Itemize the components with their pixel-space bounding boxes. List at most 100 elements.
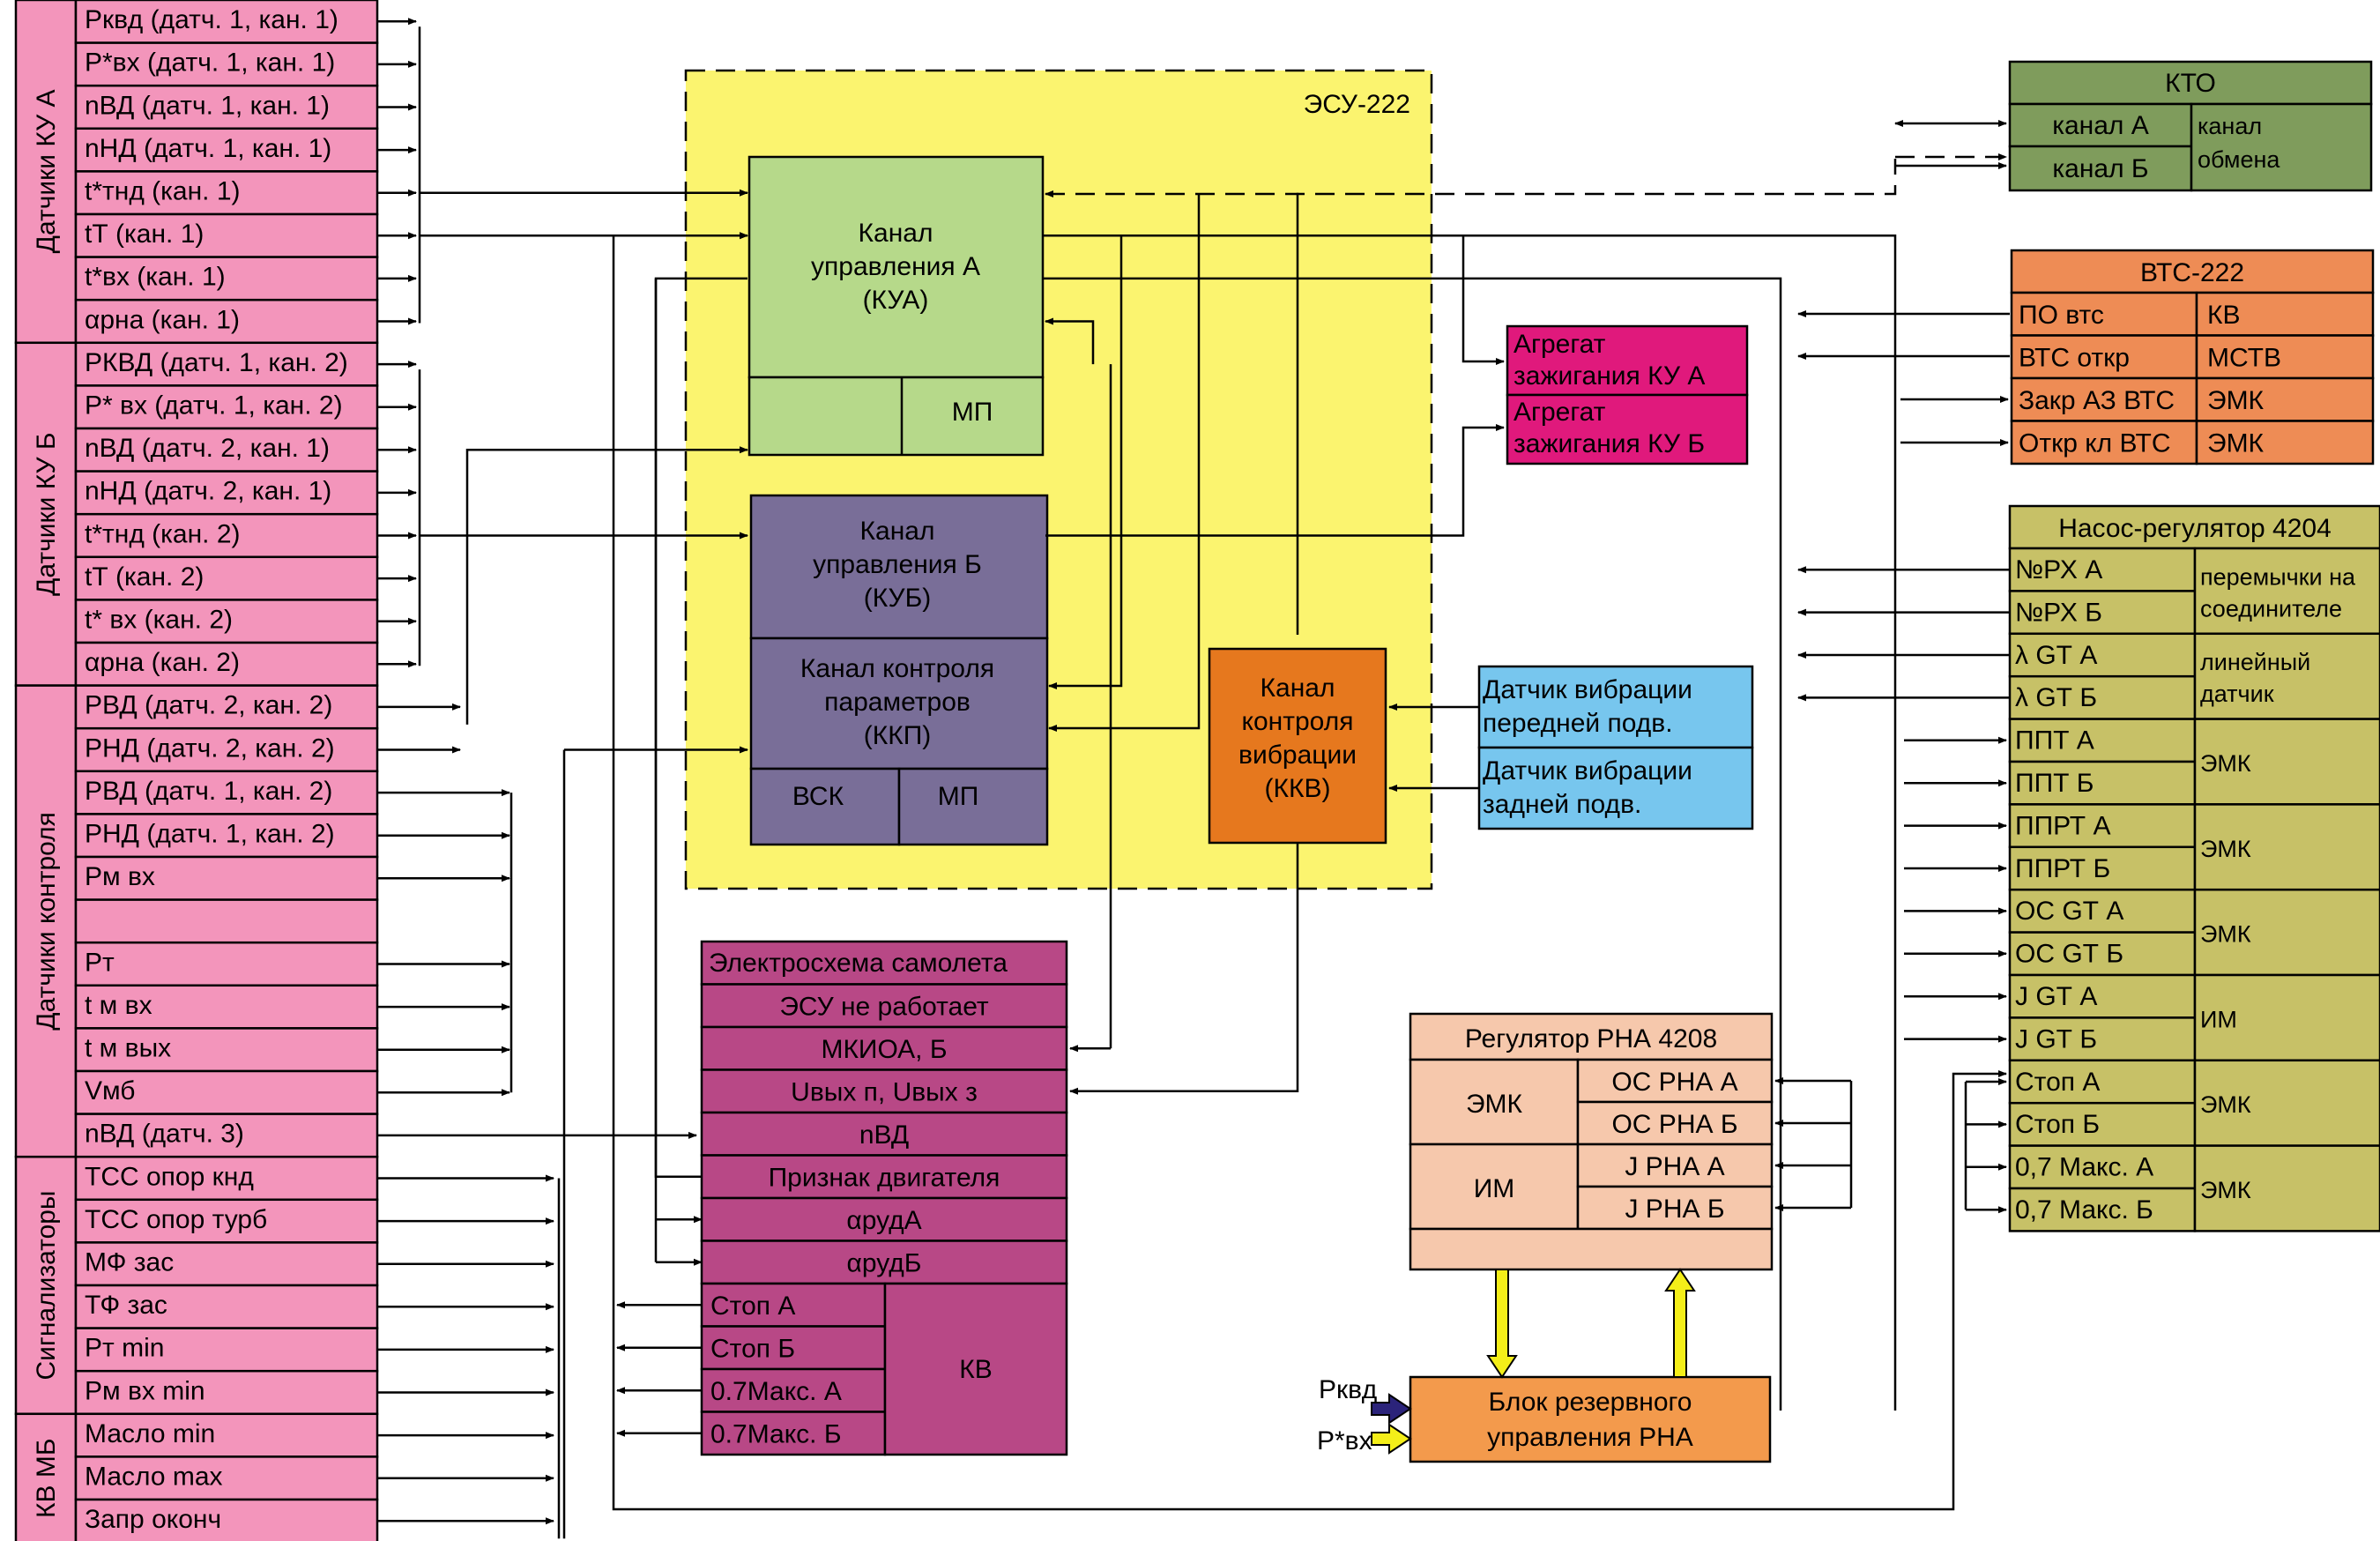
sensor-label: ТСС опор кнд (85, 1162, 254, 1191)
pump-group-label: ЭМК (2200, 1177, 2251, 1203)
sensor-label: PНД (датч. 2, кан. 2) (85, 733, 335, 763)
kub-link (1045, 317, 1095, 365)
sensor-label: Pт (85, 948, 115, 977)
aircraft-row (700, 1068, 1068, 1114)
kkp-label: (ККП) (864, 721, 932, 750)
sensor-label: nВД (датч. 2, кан. 1) (85, 434, 330, 463)
sensor-group-control (14, 684, 78, 1158)
kto-exchange-label: канал (2198, 113, 2262, 139)
sensor-label: Масло min (85, 1419, 215, 1448)
rna-im-label: ИМ (1474, 1174, 1515, 1203)
sensor-label: Pт min (85, 1334, 164, 1363)
pump-row (2008, 674, 2197, 720)
sensor-label: ТСС опор турб (85, 1205, 267, 1234)
sensor-group-ksu_b (14, 341, 78, 687)
rna-row-label: ОС РНА А (1611, 1068, 1737, 1097)
kto-exchange (2190, 102, 2373, 192)
pump-row (2008, 632, 2197, 678)
sensor-label: PНД (датч. 1, кан. 2) (85, 819, 335, 848)
aircraft-row-label: МКИОА, Б (821, 1035, 947, 1064)
ignition-a-label: Агрегат (1514, 330, 1606, 359)
sensor-group-label: Датчики контроля (32, 812, 61, 1031)
rna-im (1409, 1143, 1580, 1231)
kto-dashed-link (1045, 159, 1897, 197)
rna-title (1409, 1012, 1774, 1061)
control-to-kub (465, 446, 748, 725)
aircraft-row (700, 983, 1068, 1029)
vts-row-type-label: ЭМК (2207, 429, 2265, 458)
sensor-label: t* вх (кан. 2) (85, 605, 233, 634)
kkp-mp-label: МП (938, 782, 979, 811)
aircraft-row (700, 1196, 1068, 1242)
vts-row-type (2195, 420, 2375, 465)
aircraft-kv-row (700, 1325, 887, 1371)
sensor-label: t м вх (85, 991, 152, 1020)
sensor-label: t*тнд (кан. 1) (85, 176, 241, 205)
sensor-row (74, 770, 379, 815)
sensor-group-signalizers (14, 1155, 78, 1416)
sensor-label: nНД (датч. 2, кан. 1) (85, 477, 331, 506)
sensor-label: Pм вх min (85, 1376, 205, 1405)
aircraft-kv (883, 1282, 1068, 1456)
kto-exchange-label: обмена (2198, 146, 2280, 173)
pump-row (2008, 1187, 2197, 1232)
pump-row-label: Стоп А (2015, 1068, 2100, 1097)
rna-row-label: J РНА А (1625, 1152, 1724, 1181)
sensor-group-label: Датчики КУ А (32, 89, 61, 253)
sensor-row (74, 941, 379, 987)
vibration-rear-label: Датчик вибрации (1483, 756, 1692, 785)
sensor-row (74, 1498, 379, 1541)
sensor-label: Vмб (85, 1076, 135, 1106)
sensor-label: ТФ зас (85, 1291, 167, 1320)
rna-title-label: Регулятор РНА 4208 (1465, 1024, 1717, 1053)
aircraft-row-label: ЭСУ не работает (779, 993, 989, 1022)
kub-block (749, 494, 1049, 640)
pump-row-label: ППРТ А (2015, 811, 2110, 840)
pump-row (2008, 1016, 2197, 1062)
ignition-b-label: зажигания КУ Б (1514, 429, 1705, 458)
backup-input-pkvd: Pквд (1319, 1375, 1377, 1404)
pump-group (2193, 632, 2380, 720)
pump-row (2008, 760, 2197, 806)
sensor-group-label: КВ МБ (32, 1438, 61, 1518)
sensor-label: МФ зас (85, 1247, 174, 1277)
rna-row-label: ОС РНА Б (1611, 1110, 1737, 1139)
aircraft-kv-row-label: Стоп Б (710, 1335, 795, 1364)
kkv-label: Канал (1261, 674, 1335, 703)
vibration-front-label: Датчик вибрации (1483, 675, 1692, 704)
vts-row-label: ВТС откр (2019, 344, 2130, 373)
sensor-label: PВД (датч. 2, кан. 2) (85, 691, 332, 720)
sensor-label: nВД (датч. 1, кан. 1) (85, 91, 330, 120)
backup-rna-label: управления РНА (1487, 1423, 1693, 1452)
kkv-to-aircraft (1069, 843, 1299, 1095)
pump-row (2008, 973, 2197, 1019)
sensor-label: tТ (кан. 1) (85, 220, 204, 249)
pump-group-label: датчик (2200, 681, 2274, 707)
sensor-label: αрна (кан. 2) (85, 648, 240, 677)
aircraft-row-label: Uвых п, Uвых з (791, 1078, 978, 1107)
kkp-vsk (749, 767, 901, 846)
kub-to-ignition-b (1045, 424, 1505, 537)
sensor-label: PВД (датч. 1, кан. 2) (85, 777, 332, 806)
pump-group-label: ЭМК (2200, 750, 2251, 777)
pump-row-label: 0,7 Макс. А (2015, 1153, 2153, 1182)
kua-right-bus-2 (1043, 277, 1782, 1411)
kkv-label: вибрации (1238, 741, 1357, 770)
rna-row (1576, 1185, 1774, 1231)
vts-row-label: Откр кл ВТС (2019, 429, 2171, 458)
ignition-b (1506, 393, 1749, 465)
sensor-label: PКВД (датч. 1, кан. 2) (85, 348, 348, 377)
sensor-label: P*вх (датч. 1, кан. 1) (85, 48, 335, 78)
sensor-row (74, 898, 379, 944)
pump-row-label: λ GТ Б (2015, 683, 2097, 712)
vts-row (2010, 291, 2198, 337)
sensor-row (74, 555, 379, 601)
aircraft-row (700, 1154, 1068, 1200)
vts-row-type-label: МСТВ (2207, 344, 2281, 373)
kto-channel-b-label: канал Б (2052, 154, 2148, 183)
aircraft-row-label: αрудБ (847, 1249, 922, 1278)
sensor-row (74, 1113, 379, 1158)
rna-footer (1409, 1227, 1774, 1271)
pump-group-label: ЭМК (2200, 836, 2251, 862)
